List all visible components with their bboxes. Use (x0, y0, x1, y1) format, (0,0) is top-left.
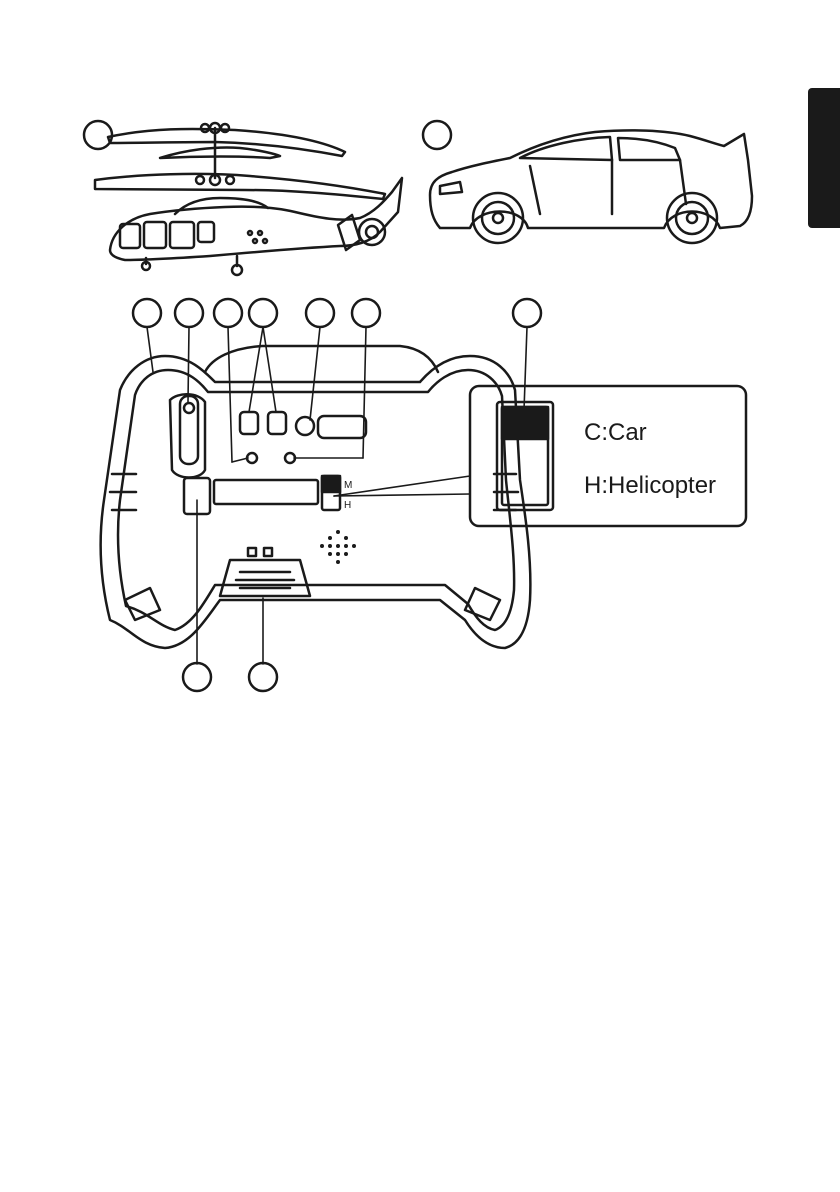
helicopter-illustration (84, 121, 402, 275)
right-joystick[interactable] (296, 417, 314, 435)
trim-button-right[interactable] (268, 412, 286, 434)
mode-switch-letter-h: H (344, 500, 351, 511)
legend-helicopter-label: H:Helicopter (584, 472, 716, 499)
callout-circles-bottom (183, 663, 277, 691)
car-illustration (423, 121, 752, 243)
callout-circles-top (133, 299, 541, 327)
trim-button-left[interactable] (240, 412, 258, 434)
battery-cover[interactable] (220, 560, 310, 596)
callout-circle-helicopter (84, 121, 112, 149)
speaker-grille (320, 530, 356, 564)
legend-car-label: C:Car (584, 419, 647, 446)
left-joystick[interactable] (180, 396, 198, 464)
mode-switch-letter-m: M (344, 480, 352, 491)
callout-circle-car (423, 121, 451, 149)
mode-legend-box: C:Car H:Helicopter (470, 386, 746, 526)
remote-controller: M H (101, 346, 531, 648)
display-strip (214, 480, 318, 504)
